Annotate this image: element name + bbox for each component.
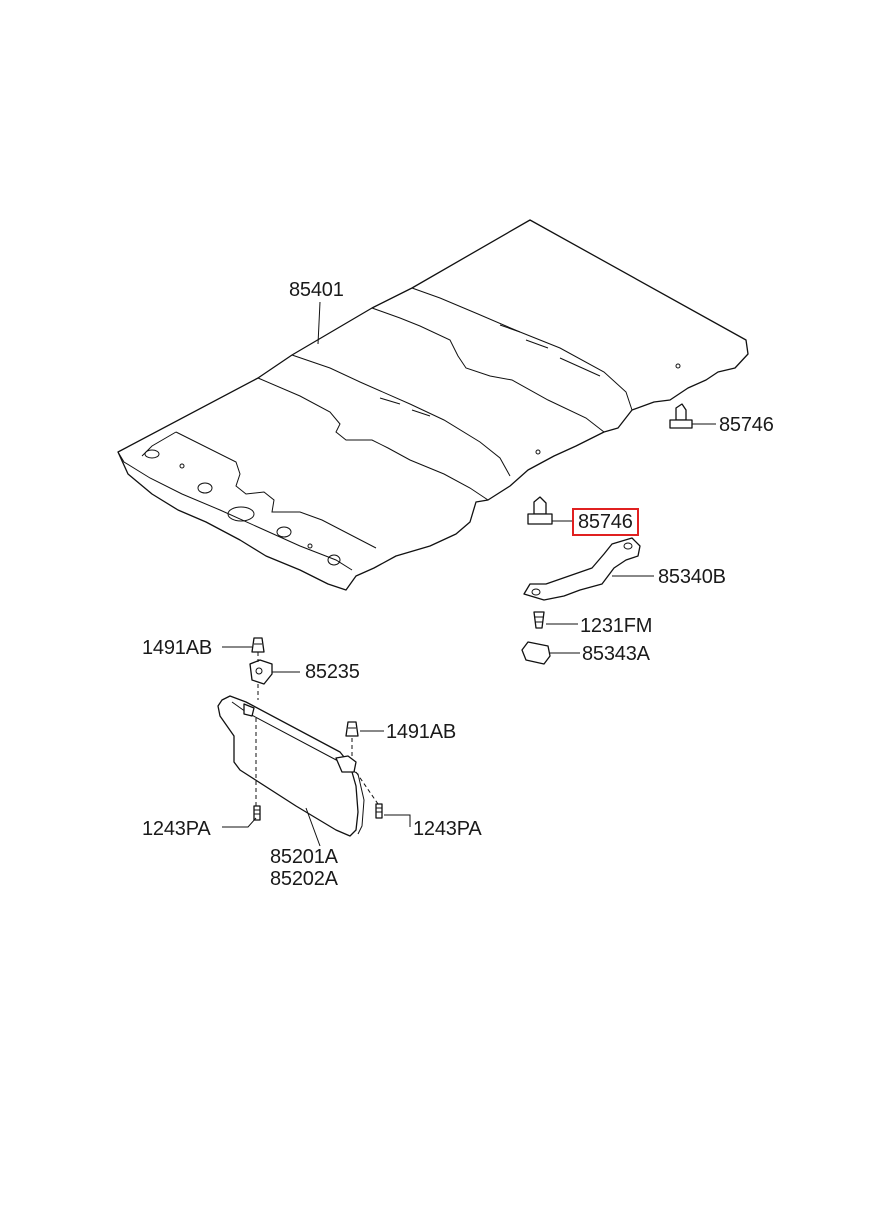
- label-screw-handle: 1231FM: [580, 615, 653, 637]
- clip-lower-icon: [527, 496, 553, 525]
- label-visor-lh: 85201A: [270, 846, 338, 868]
- clip-upper-icon: [669, 403, 693, 429]
- assembly-lines: [255, 652, 379, 806]
- label-bolt-right: 1243PA: [413, 818, 482, 840]
- sun-visor: [217, 695, 365, 837]
- handle-cover: [521, 641, 551, 665]
- label-clip-upper: 85746: [719, 414, 774, 436]
- screw-visor-right-icon: [345, 721, 359, 737]
- label-handle: 85340B: [658, 566, 726, 588]
- label-headlining: 85401: [289, 279, 344, 301]
- screw-handle-icon: [533, 611, 545, 629]
- screw-visor-left-icon: [251, 637, 265, 653]
- label-clip-lower-highlighted[interactable]: 85746: [572, 508, 639, 536]
- visor-retainer: [249, 659, 273, 685]
- label-bolt-left: 1243PA: [142, 818, 211, 840]
- label-screw-visor-left: 1491AB: [142, 637, 212, 659]
- label-visor-retainer: 85235: [305, 661, 360, 683]
- headlining-panel: [117, 219, 749, 591]
- assist-handle: [523, 537, 641, 601]
- label-handle-cover: 85343A: [582, 643, 650, 665]
- label-screw-visor-right: 1491AB: [386, 721, 456, 743]
- bolt-left-icon: [253, 805, 261, 821]
- bolt-right-icon: [375, 803, 383, 819]
- label-visor-rh: 85202A: [270, 868, 338, 890]
- leader-lines: [222, 301, 716, 847]
